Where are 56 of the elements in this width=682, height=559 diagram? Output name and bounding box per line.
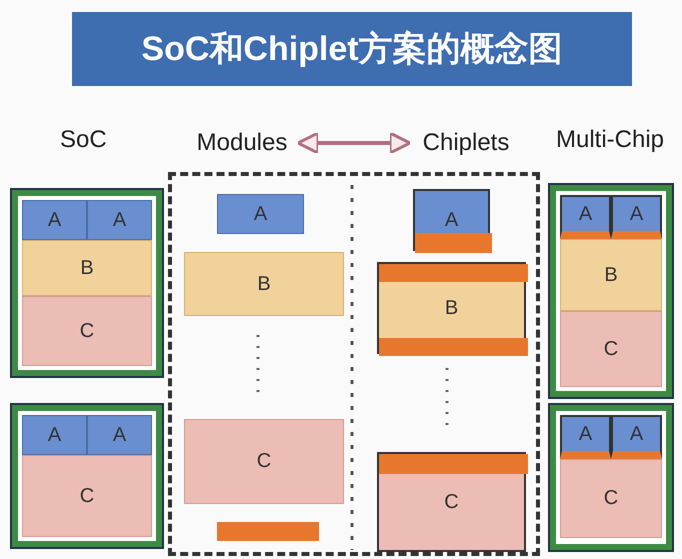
module-block: [560, 239, 662, 311]
module-block: [22, 240, 152, 296]
block-letter: B: [604, 264, 618, 286]
dashed-region: [168, 172, 540, 556]
module-block: [184, 419, 344, 504]
column-heading: Multi-Chip: [556, 126, 664, 154]
block-letter: C: [80, 484, 94, 508]
block-letter: B: [80, 256, 94, 280]
module-block: [377, 452, 526, 552]
module-block: [560, 459, 662, 538]
module-block: [611, 415, 662, 459]
module-block: [377, 262, 526, 354]
block-letter: C: [604, 487, 618, 510]
block-letter: C: [80, 320, 94, 342]
block-letter: A: [444, 208, 458, 232]
module-block: [560, 415, 611, 459]
block-letter: B: [257, 272, 271, 296]
block-letter: A: [112, 424, 126, 446]
block-letter: A: [48, 424, 62, 446]
module-block: [217, 194, 304, 234]
module-block: [560, 311, 662, 387]
block-letter: A: [48, 208, 62, 232]
column-heading: SoC: [60, 126, 107, 154]
module-block: [413, 189, 490, 251]
interface-bar: [379, 454, 528, 474]
interface-bar: [379, 338, 528, 356]
interface-bar: [379, 264, 528, 282]
block-letter: A: [254, 202, 268, 226]
column-heading: Chiplets: [422, 129, 510, 157]
block-letter: C: [444, 490, 459, 514]
block-letter: B: [444, 296, 458, 320]
module-block: [87, 415, 152, 455]
double-arrow: [296, 132, 412, 154]
interface-bar: [217, 522, 319, 541]
module-block: [22, 455, 152, 537]
chip-package: [550, 405, 672, 550]
block-letter: C: [604, 338, 618, 360]
module-block: [611, 195, 662, 239]
module-block: [22, 200, 87, 240]
module-block: [184, 252, 344, 316]
chip-package: [12, 190, 162, 376]
module-block: [22, 296, 152, 366]
column-heading: Modules: [196, 129, 288, 157]
interface-bar: [415, 233, 492, 253]
title-banner: SoC和Chiplet方案的概念图: [72, 12, 632, 86]
chip-package: [550, 185, 672, 397]
module-block: [560, 195, 611, 239]
module-block: [22, 415, 87, 455]
block-letter: A: [578, 202, 592, 226]
block-letter: A: [112, 208, 126, 232]
block-letter: A: [630, 202, 644, 226]
module-block: [87, 200, 152, 240]
chip-package: [12, 405, 162, 547]
block-letter: A: [578, 422, 592, 446]
block-letter: C: [256, 450, 272, 473]
block-letter: A: [630, 422, 644, 446]
